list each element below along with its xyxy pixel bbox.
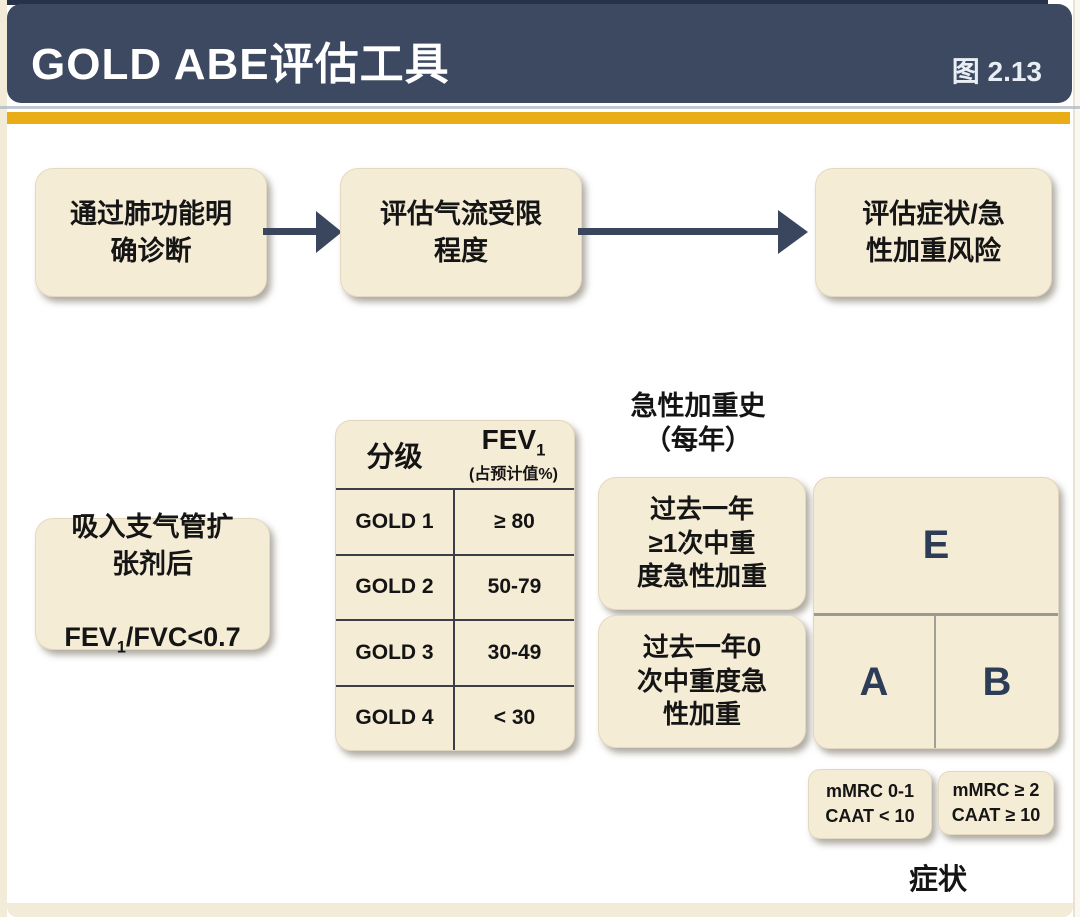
flow-step-diagnosis: 通过肺功能明 确诊断 (35, 168, 267, 297)
page-edge-top (7, 0, 1048, 5)
page-title: GOLD ABE评估工具 (31, 40, 450, 89)
value-cell: 30-49 (453, 621, 574, 685)
page-edge-left (0, 0, 7, 917)
flow-step-symptom-risk: 评估症状/急 性加重风险 (815, 168, 1052, 297)
grade-cell: GOLD 2 (355, 575, 434, 599)
page-edge-right (1073, 0, 1080, 917)
flow-arrow-2-icon (778, 210, 808, 254)
symptom-low-criteria-box: mMRC 0-1 CAAT < 10 (808, 769, 932, 839)
gold-accent-bar (7, 112, 1070, 124)
grade-cell: GOLD 3 (355, 640, 434, 664)
page-edge-bottom (7, 903, 1073, 917)
figure-number-label: 图 2.13 (951, 56, 1042, 87)
grade-cell: GOLD 1 (355, 509, 434, 533)
spirometry-line1: 吸入支气管扩 张剂后 (71, 512, 234, 579)
flow-arrow-1-icon (316, 211, 342, 253)
grade-cell: GOLD 4 (355, 706, 434, 730)
flow-arrow-1-shaft (263, 228, 318, 235)
abe-group-grid: E A B (813, 477, 1059, 749)
table-header-row: 分级 FEV1 (占预计值%) (336, 421, 574, 488)
group-e-cell: E (814, 478, 1058, 616)
exacerbation-axis-label: 急性加重史 （每年） (630, 391, 766, 455)
group-a-letter: A (859, 659, 889, 704)
exacerbation-high-risk-box: 过去一年 ≥1次中重 度急性加重 (598, 477, 806, 610)
group-b-letter: B (982, 659, 1012, 704)
spirometry-criterion-box: 吸入支气管扩 张剂后 FEV1/FVC<0.7 (35, 512, 270, 656)
group-b-cell: B (936, 616, 1058, 748)
group-a-cell: A (814, 616, 936, 748)
table-row: GOLD 1 ≥ 80 (336, 488, 574, 554)
exacerbation-low-risk-box: 过去一年0 次中重度急 性加重 (598, 615, 806, 748)
group-ab-row: A B (814, 616, 1058, 748)
table-header-grade: 分级 (366, 440, 423, 472)
table-row: GOLD 4 < 30 (336, 684, 574, 750)
title-bar: GOLD ABE评估工具 图 2.13 (7, 4, 1072, 103)
symptom-axis-label: 症状 (908, 864, 967, 896)
fev1-percent-note: (占预计值%) (469, 466, 558, 484)
header-underline (0, 106, 1080, 109)
spirometry-text: 吸入支气管扩 张剂后 FEV1/FVC<0.7 (64, 473, 240, 695)
group-e-letter: E (922, 523, 950, 567)
table-row: GOLD 3 30-49 (336, 619, 574, 685)
value-cell: < 30 (453, 686, 574, 750)
flow-arrow-2-shaft (578, 228, 780, 235)
spirometry-formula: FEV1/FVC<0.7 (64, 621, 241, 656)
table-header-fev1: FEV1 (占预计值%) (453, 421, 574, 488)
fev1-label: FEV1 (481, 423, 546, 460)
value-cell: ≥ 80 (453, 490, 574, 554)
value-cell: 50-79 (453, 555, 574, 619)
gold-grade-table: 分级 FEV1 (占预计值%) GOLD 1 ≥ 80 GOLD 2 50-79… (335, 420, 575, 751)
symptom-high-criteria-box: mMRC ≥ 2 CAAT ≥ 10 (938, 771, 1054, 835)
table-row: GOLD 2 50-79 (336, 553, 574, 619)
flow-step-airflow-limitation: 评估气流受限 程度 (340, 168, 582, 297)
